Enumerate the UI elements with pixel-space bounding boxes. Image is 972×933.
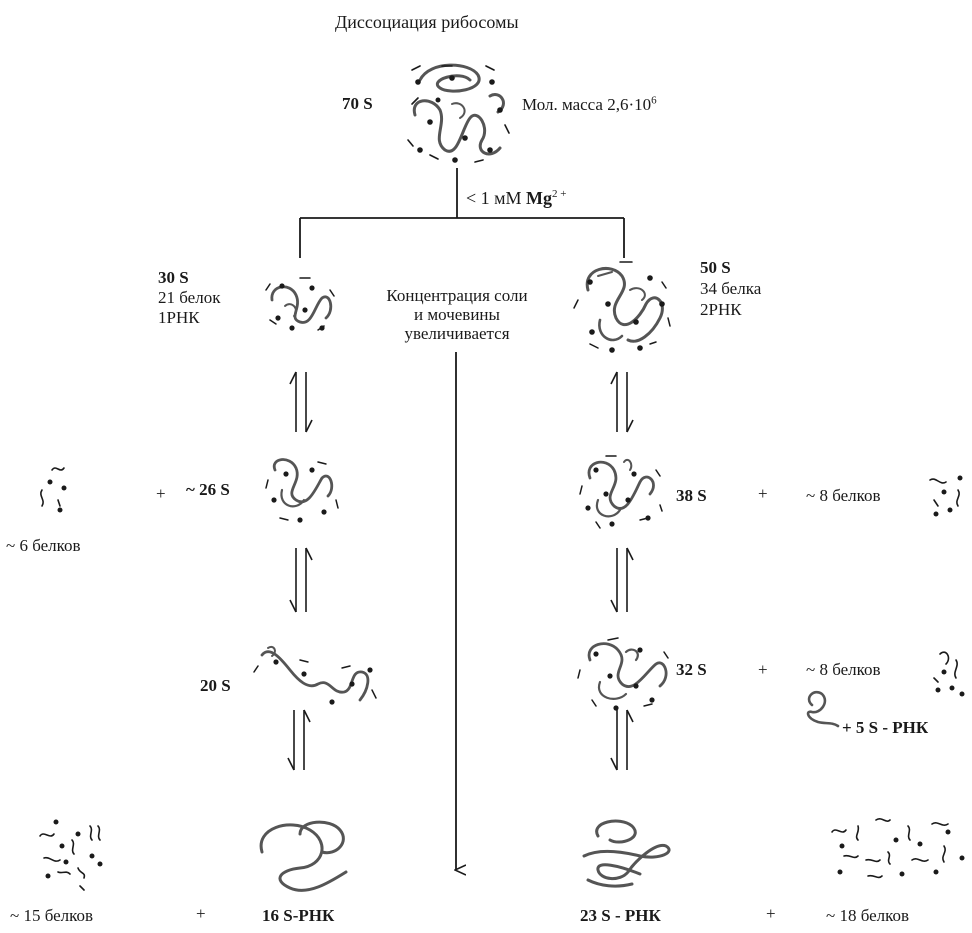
mass-label: Мол. масса 2,6·106 xyxy=(522,95,657,115)
particle-32s-icon xyxy=(577,637,669,711)
equilibrium-arrow-right-1 xyxy=(610,371,634,433)
rna-23s-icon xyxy=(582,819,671,888)
label-50s: 50 S xyxy=(700,258,731,277)
label-20s: 20 S xyxy=(200,676,231,695)
label-32s: 32 S xyxy=(676,660,707,679)
particle-38s-icon xyxy=(579,455,663,529)
released-proteins-15-icon xyxy=(39,819,103,891)
released-proteins-8b-icon xyxy=(933,651,965,697)
condition-text: < 1 мМ xyxy=(466,188,522,208)
diagram-title: Диссоциация рибосомы xyxy=(335,12,519,32)
rna-5s-icon xyxy=(806,690,840,728)
label-15-proteins: ~ 15 белков xyxy=(10,906,94,925)
label-30s-rna: 1РНК xyxy=(158,308,200,327)
condition-ion-charge: 2 + xyxy=(552,188,567,200)
released-proteins-18-icon xyxy=(831,818,965,879)
equilibrium-arrow-left-1 xyxy=(289,371,313,433)
condition-ion: Mg xyxy=(526,188,553,208)
label-5s-rna: + 5 S - РНК xyxy=(842,718,929,737)
mass-exponent: 6 xyxy=(651,94,657,107)
label-38s: 38 S xyxy=(676,486,707,505)
plus-final-left: + xyxy=(196,904,206,923)
equilibrium-arrow-right-2 xyxy=(610,547,634,613)
label-8-proteins-b: ~ 8 белков xyxy=(806,660,881,679)
mass-label-text: Мол. масса 2,6·10 xyxy=(522,95,652,114)
particle-26s-icon xyxy=(265,458,339,523)
label-18-proteins: ~ 18 белков xyxy=(826,906,910,925)
label-8-proteins-a: ~ 8 белков xyxy=(806,486,881,505)
label-6-proteins: ~ 6 белков xyxy=(6,536,81,555)
ribosome-70s-icon xyxy=(407,63,510,163)
equilibrium-arrow-right-3 xyxy=(610,709,634,771)
plus-38s: + xyxy=(758,484,768,503)
label-30s-proteins: 21 белок xyxy=(158,288,221,307)
rna-16s-icon xyxy=(259,820,348,892)
condition-label: < 1 мМ Mg2 + xyxy=(466,188,567,208)
label-70s: 70 S xyxy=(342,94,373,113)
plus-32s: + xyxy=(758,660,768,679)
plus-26s: + xyxy=(156,484,166,503)
center-note-line2: и мочевины xyxy=(414,305,500,324)
plus-final-right: + xyxy=(766,904,776,923)
subunit-50s-icon xyxy=(573,261,671,353)
label-50s-rna: 2РНК xyxy=(700,300,742,319)
equilibrium-arrow-left-3 xyxy=(287,709,311,771)
subunit-30s-icon xyxy=(265,277,335,331)
label-30s: 30 S xyxy=(158,268,189,287)
label-50s-proteins: 34 белка xyxy=(700,279,762,298)
equilibrium-arrow-left-2 xyxy=(289,547,313,613)
center-note-line1: Концентрация соли xyxy=(386,286,528,305)
particle-20s-icon xyxy=(253,646,377,705)
released-proteins-8a-icon xyxy=(929,475,963,517)
center-note-line3: увеличивается xyxy=(404,324,510,343)
label-26s: ~ 26 S xyxy=(186,480,230,499)
label-23s-rna: 23 S - РНК xyxy=(580,906,661,925)
released-proteins-6-icon xyxy=(40,467,67,513)
label-16s-rna: 16 S-РНК xyxy=(262,906,335,925)
